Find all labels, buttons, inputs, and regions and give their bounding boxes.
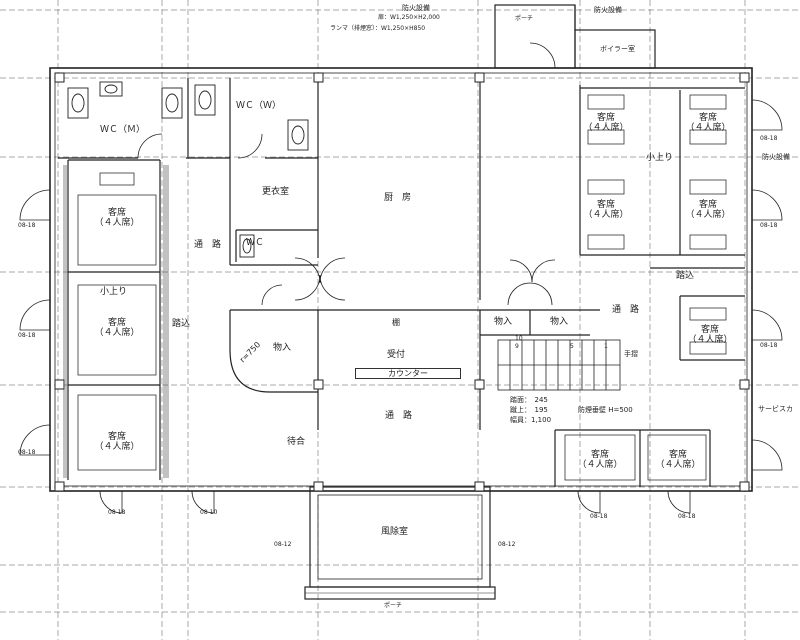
door-swings bbox=[19, 42, 783, 514]
seat-r5-name: 客席 bbox=[700, 325, 720, 335]
seat-b1-capacity: （４人席） bbox=[577, 460, 623, 471]
door-code-bottom-1: 08-18 bbox=[108, 509, 126, 516]
door-code-vestibule-right: 08-12 bbox=[498, 541, 516, 548]
door-code-left-1: 08-18 bbox=[18, 222, 36, 229]
label-porch-bottom: ポーチ bbox=[384, 602, 403, 609]
seat-l2-name: 客席 bbox=[107, 318, 127, 328]
seat-b2-name: 客席 bbox=[668, 450, 688, 460]
label-storage-right: 物入 bbox=[550, 317, 569, 327]
seat-l1-name: 客席 bbox=[107, 208, 127, 218]
fixtures bbox=[67, 81, 309, 258]
note-step-1: 1 bbox=[604, 343, 608, 350]
exterior-walls bbox=[49, 67, 753, 492]
seat-tables bbox=[77, 94, 727, 481]
note-stairs-tread: 踏面： 245 bbox=[510, 396, 548, 404]
seat-l2-capacity: （４人席） bbox=[94, 328, 140, 339]
note-fire-equipment-right: 防火設備 bbox=[762, 153, 790, 161]
label-wc-w: ＷＣ（Ｗ） bbox=[236, 101, 282, 111]
label-counter: カウンター bbox=[355, 368, 461, 380]
door-code-right-1: 08-18 bbox=[760, 135, 778, 142]
seat-r4: 客席（４人席） bbox=[685, 200, 730, 221]
seat-r3: 客席（４人席） bbox=[583, 200, 628, 221]
door-code-left-2: 08-18 bbox=[18, 332, 36, 339]
seat-r2-name: 客席 bbox=[698, 113, 718, 123]
label-reception: 受付 bbox=[387, 350, 406, 360]
label-storage-left: 物入 bbox=[273, 343, 292, 353]
door-code-right-2: 08-18 bbox=[760, 222, 778, 229]
note-fire-size-transom: ランマ（排煙窓）：W1,250×H850 bbox=[330, 25, 426, 32]
door-code-bottom-3: 08-18 bbox=[590, 513, 608, 520]
note-step-9: 9 bbox=[515, 343, 519, 350]
seat-l3-name: 客席 bbox=[107, 432, 127, 442]
label-wc-small: ＷＣ bbox=[246, 238, 265, 248]
stairs bbox=[497, 339, 621, 391]
seat-r3-capacity: （４人席） bbox=[583, 210, 629, 221]
door-code-vestibule-left: 08-12 bbox=[274, 541, 292, 548]
label-wc-m: ＷＣ（Ｍ） bbox=[100, 125, 146, 135]
label-aisle-right: 通 路 bbox=[612, 305, 640, 315]
label-shelf: 棚 bbox=[392, 318, 400, 327]
label-service-counter: サービスカ bbox=[758, 405, 793, 413]
seat-r4-capacity: （４人席） bbox=[685, 210, 731, 221]
interior-walls bbox=[58, 78, 745, 487]
label-kitchen: 厨 房 bbox=[384, 193, 412, 203]
note-fire-equipment-top: 防火設備 bbox=[402, 4, 430, 12]
seat-l3-capacity: （４人席） bbox=[94, 442, 140, 453]
seat-r4-name: 客席 bbox=[698, 200, 718, 210]
seat-l1-capacity: （４人席） bbox=[94, 218, 140, 229]
seat-b1: 客席（４人席） bbox=[577, 450, 622, 471]
vestibule-walls bbox=[304, 486, 496, 600]
koagari-hatch bbox=[63, 165, 169, 478]
label-storage-mid: 物入 bbox=[494, 317, 513, 327]
note-step-5: 5 bbox=[570, 343, 574, 350]
label-changing-room: 更衣室 bbox=[262, 187, 290, 197]
label-fumikomi-right: 踏込 bbox=[676, 271, 695, 281]
label-koagari-left: 小上り bbox=[100, 287, 128, 297]
label-vestibule: 風除室 bbox=[381, 527, 409, 537]
door-code-left-3: 08-18 bbox=[18, 449, 36, 456]
note-stairs-riser: 蹴上： 195 bbox=[510, 406, 548, 414]
door-code-bottom-4: 08-18 bbox=[678, 513, 696, 520]
note-fire-size-door: 扉：W1,250×H2,000 bbox=[378, 14, 440, 21]
seat-b2-capacity: （４人席） bbox=[655, 460, 701, 471]
seat-r1-capacity: （４人席） bbox=[583, 123, 629, 134]
note-stairs-width: 幅員：1,100 bbox=[510, 416, 552, 424]
columns bbox=[54, 72, 750, 492]
note-step-10: 10 bbox=[515, 335, 523, 342]
note-fire-equipment-porch: 防火設備 bbox=[594, 6, 622, 14]
seat-l1: 客席（４人席） bbox=[94, 208, 139, 229]
seat-l2: 客席（４人席） bbox=[94, 318, 139, 339]
seat-r2: 客席（４人席） bbox=[685, 113, 730, 134]
label-fumikomi-left: 踏込 bbox=[172, 319, 191, 329]
label-koagari-right: 小上り bbox=[646, 153, 674, 163]
label-aisle-left: 通 路 bbox=[194, 240, 222, 250]
top-porch bbox=[494, 4, 656, 69]
seat-l3: 客席（４人席） bbox=[94, 432, 139, 453]
door-code-right-3: 08-18 bbox=[760, 342, 778, 349]
label-porch-top: ポーチ bbox=[515, 15, 534, 22]
label-aisle-center: 通 路 bbox=[385, 411, 413, 421]
seat-b2: 客席（４人席） bbox=[655, 450, 700, 471]
seat-r3-name: 客席 bbox=[596, 200, 616, 210]
note-handrail: 手摺 bbox=[624, 350, 638, 358]
label-waiting: 待合 bbox=[287, 437, 306, 447]
seat-r5: 客席（４人席） bbox=[687, 325, 732, 346]
seat-r1-name: 客席 bbox=[596, 113, 616, 123]
seat-r5-capacity: （４人席） bbox=[687, 335, 733, 346]
note-smoke-wall: 防煙垂壁 H=500 bbox=[578, 406, 633, 414]
label-boiler-room: ボイラー室 bbox=[600, 45, 635, 53]
seat-r2-capacity: （４人席） bbox=[685, 123, 731, 134]
seat-r1: 客席（４人席） bbox=[583, 113, 628, 134]
seat-b1-name: 客席 bbox=[590, 450, 610, 460]
door-code-bottom-2: 08-10 bbox=[200, 509, 218, 516]
